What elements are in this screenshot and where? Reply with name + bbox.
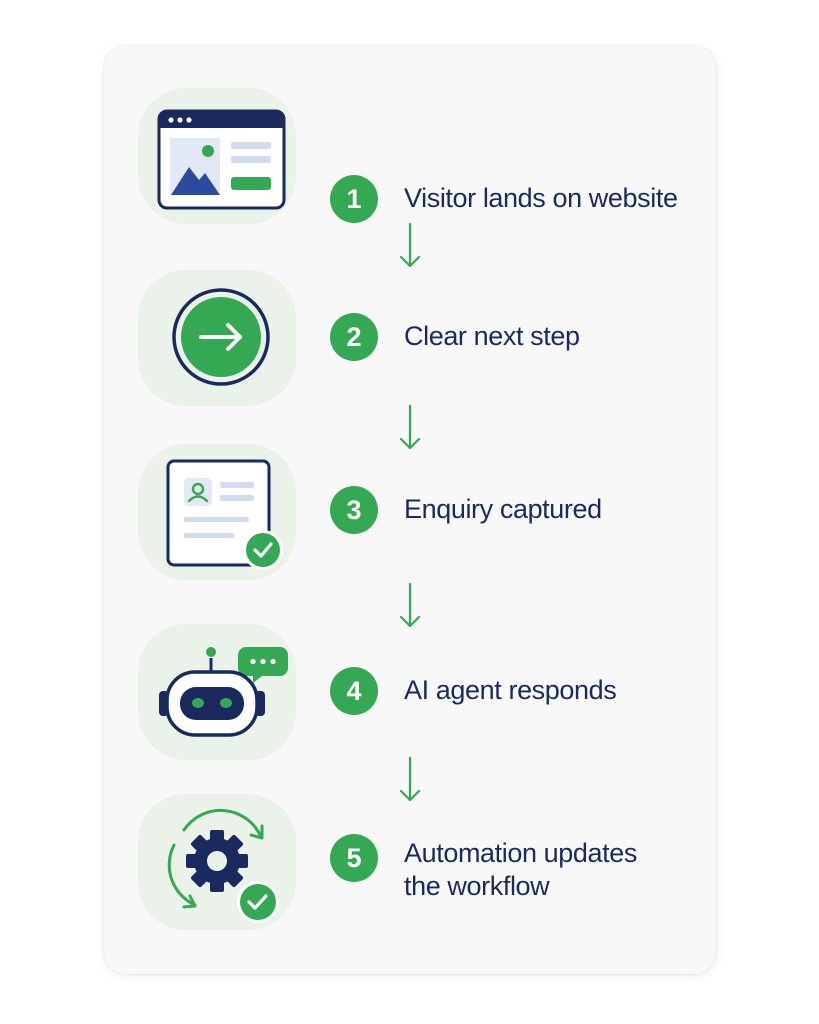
step-4-label: AI agent responds [404, 675, 617, 705]
step-1-number-badge: 1 [330, 175, 378, 223]
gear-cycle-check-icon [167, 808, 279, 923]
step-2-number-badge: 2 [330, 313, 378, 361]
robot-chat-icon [159, 647, 288, 737]
step-5-icon-bg [138, 794, 296, 930]
step-1-icon-bg [138, 88, 296, 224]
step-4-icon-bg [138, 624, 296, 760]
down-arrow-icon [399, 222, 421, 268]
step-4-number-badge: 4 [330, 667, 378, 715]
step-2-label: Clear next step [404, 321, 580, 351]
browser-window-icon [157, 109, 286, 210]
arrow-circle-icon [172, 288, 270, 386]
step-1-label: Visitor lands on website [404, 183, 678, 213]
step-5-label-line-1: Automation updates [404, 838, 637, 868]
down-arrow-icon [399, 582, 421, 628]
down-arrow-icon [399, 404, 421, 450]
flow-card: 1 Visitor lands on website 2 Clear next … [104, 46, 716, 974]
step-5-label: Automation updates the workflow [404, 837, 704, 903]
step-3-number-badge: 3 [330, 486, 378, 534]
step-5-number-badge: 5 [330, 834, 378, 882]
contact-form-check-icon [166, 459, 283, 570]
step-3-icon-bg [138, 444, 296, 580]
step-5-label-line-2: the workflow [404, 871, 550, 901]
step-2-icon-bg [138, 270, 296, 406]
step-3-label: Enquiry captured [404, 494, 602, 524]
down-arrow-icon [399, 756, 421, 802]
